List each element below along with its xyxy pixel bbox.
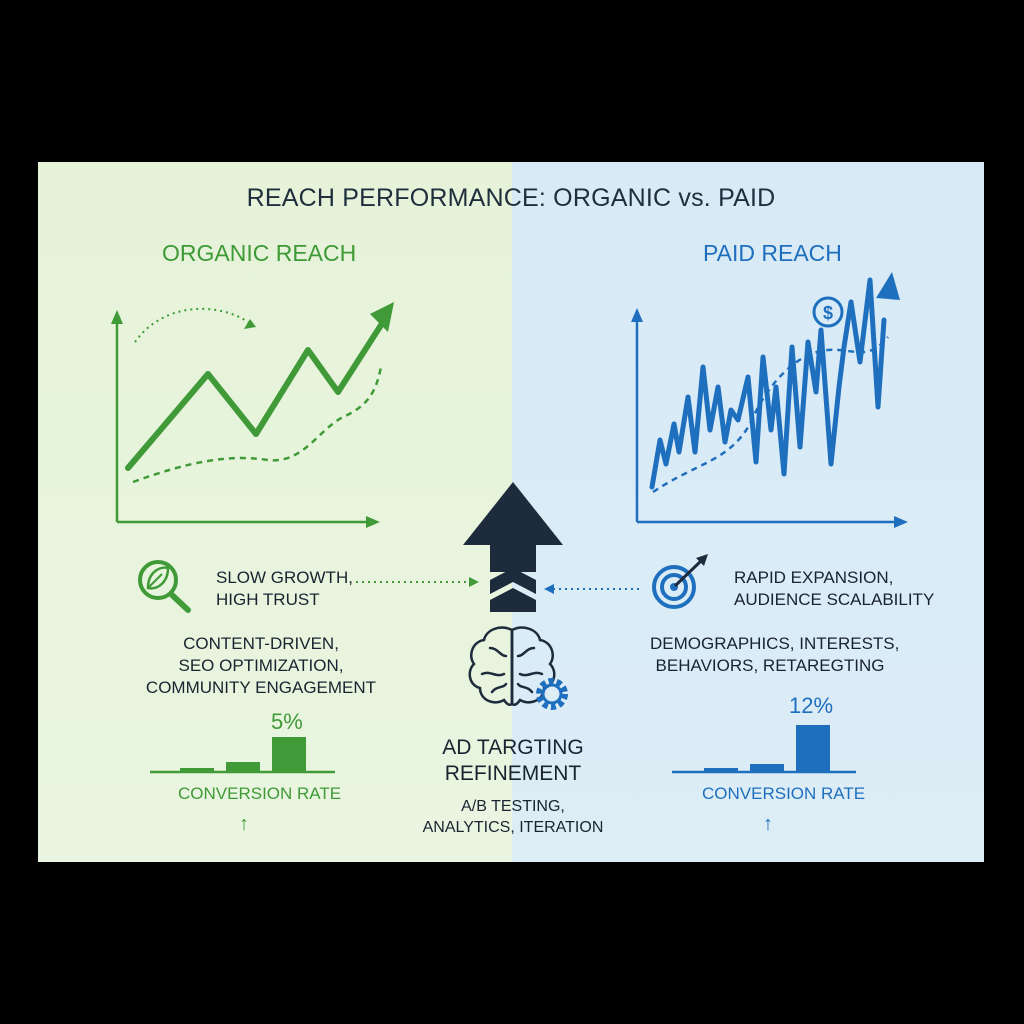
connector-left [356,577,479,587]
paid-trait-line-2: AUDIENCE SCALABILITY [734,590,935,609]
paid-conversion-bars [672,725,856,774]
paid-conversion-label: CONVERSION RATE [702,784,866,803]
connector-right [544,584,642,594]
paid-heading: PAID REACH [703,240,842,266]
paid-axes [631,308,908,528]
paid-bar-1 [704,768,738,772]
organic-trend-dashed [132,366,383,484]
organic-methods: CONTENT-DRIVEN, SEO OPTIMIZATION, COMMUN… [141,633,381,699]
paid-method-line-1: DEMOGRAPHICS, INTERESTS, [650,634,900,653]
brain-gear-icon [468,626,556,706]
organic-trait-line-1: SLOW GROWTH, [216,568,353,587]
paid-bar-3 [796,725,830,772]
organic-conversion-value: 5% [271,709,303,734]
paid-arrowhead [876,272,900,300]
paid-line [649,277,887,490]
page-title: REACH PERFORMANCE: ORGANIC vs. PAID [246,184,776,212]
paid-conversion-value: 12% [789,693,834,718]
center-sublabel: A/B TESTING, ANALYTICS, ITERATION [393,796,633,838]
leaf-magnifier-icon [138,560,191,613]
paid-trend-dashed [652,336,889,494]
organic-conversion-label: CONVERSION RATE [178,784,342,803]
organic-method-line-3: COMMUNITY ENGAGEMENT [145,678,377,697]
organic-trait-line-2: HIGH TRUST [216,590,320,609]
organic-method-line-1: CONTENT-DRIVEN, [183,634,339,653]
organic-bar-1 [180,768,214,772]
paid-chart: $ [631,272,908,528]
paid-traits: RAPID EXPANSION, AUDIENCE SCALABILITY [734,567,934,611]
center-label-line-1: AD TARGTING [442,736,584,759]
gear-icon [536,678,568,710]
paid-bar-2 [750,764,784,772]
paid-trait-line-1: RAPID EXPANSION, [734,568,894,587]
up-arrow-icon [463,482,563,612]
organic-chart [111,302,394,528]
organic-bar-2 [226,762,260,772]
paid-methods: DEMOGRAPHICS, INTERESTS, BEHAVIORS, RETA… [650,633,900,677]
center-label-line-2: REFINEMENT [444,762,582,785]
paid-side-background [512,162,984,862]
organic-method-line-2: SEO OPTIMIZATION, [178,656,344,675]
dollar-coin-icon: $ [812,296,844,328]
organic-curved-arrow [134,307,249,343]
graphics-layer: $ [111,272,908,774]
organic-arrowhead [370,302,394,332]
center-label: AD TARGTING REFINEMENT [393,735,633,787]
organic-line [125,319,386,471]
organic-axes [111,310,380,528]
organic-bar-3 [272,737,306,772]
organic-traits: SLOW GROWTH, HIGH TRUST [216,567,353,611]
paid-method-line-2: BEHAVIORS, RETAREGTING [655,656,885,675]
organic-conversion-bars [150,737,335,774]
center-sub-line-2: ANALYTICS, ITERATION [422,819,604,836]
target-arrow-icon [652,554,708,609]
paid-up-arrow: ↑ [763,813,773,835]
svg-text:$: $ [823,303,833,323]
organic-curved-arrowhead [244,319,256,329]
infographic-panel: REACH PERFORMANCE: ORGANIC vs. PAID ORGA… [38,162,984,862]
organic-up-arrow: ↑ [239,813,249,835]
organic-heading: ORGANIC REACH [162,240,357,266]
center-sub-line-1: A/B TESTING, [461,798,565,815]
